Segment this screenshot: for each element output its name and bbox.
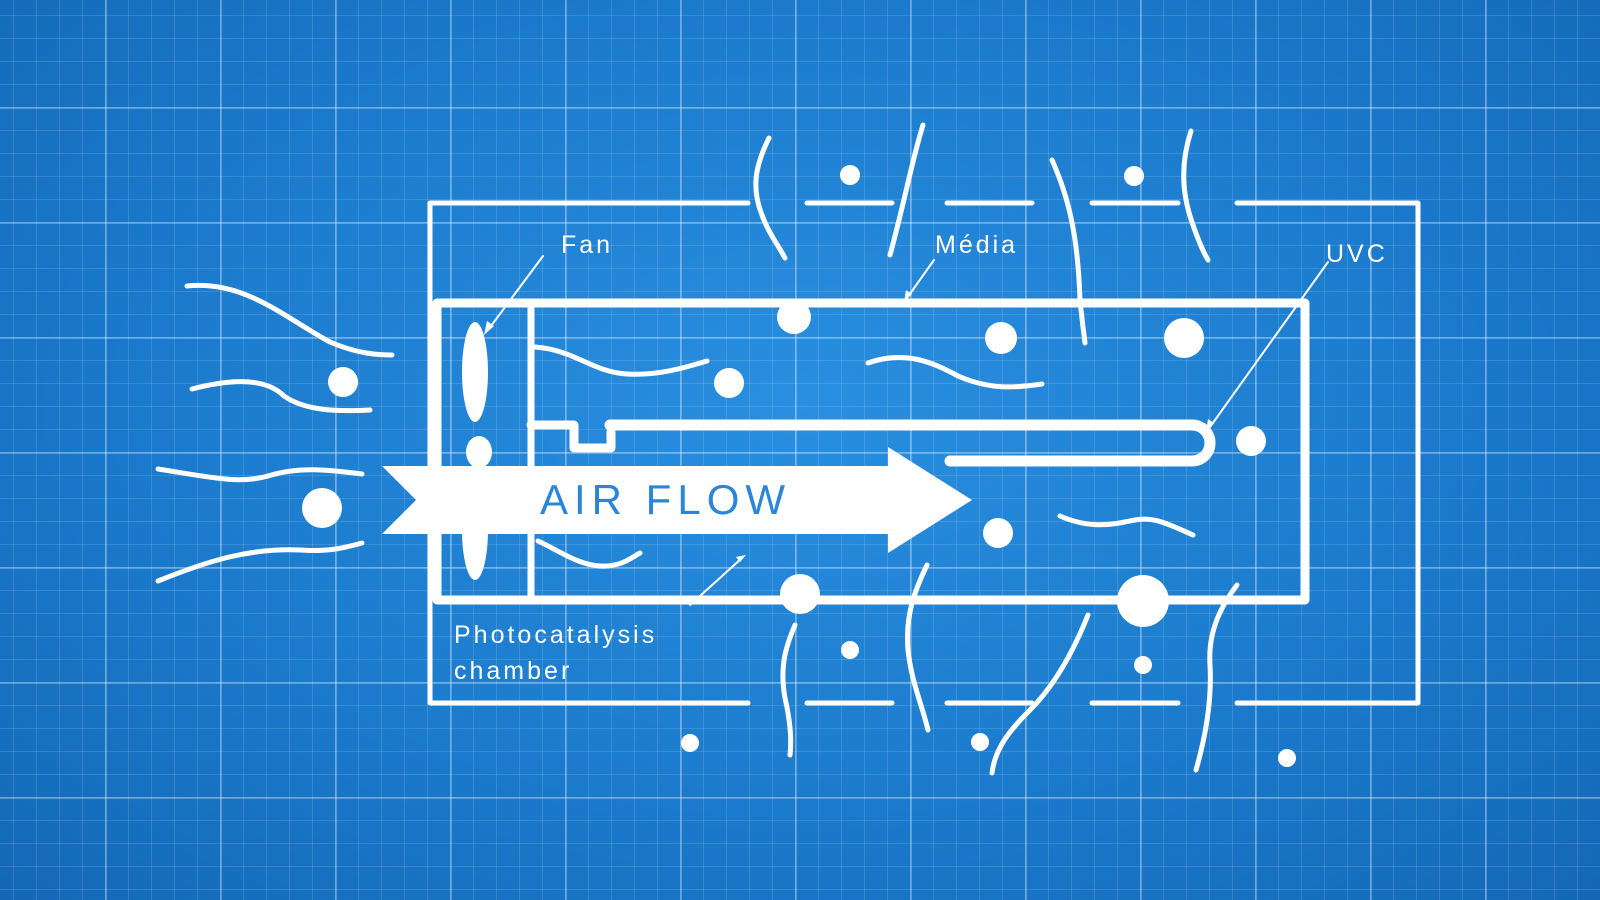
airflow-wisps <box>155 122 1240 776</box>
outer-housing <box>427 200 1421 706</box>
media-label: Média <box>935 231 1019 259</box>
particles <box>302 165 1296 767</box>
photocatalysis-chamber-label: Photocatalysis chamber <box>454 621 658 686</box>
uvc-lamp <box>604 419 1216 467</box>
air-flow-label: AIR FLOW <box>540 476 792 523</box>
leader-lines <box>487 255 1329 606</box>
fan-icon <box>462 322 492 580</box>
air-flow-arrow <box>382 447 972 553</box>
uvc-label: UVC <box>1326 240 1388 268</box>
fan-label: Fan <box>561 231 614 259</box>
uvc-lamp-holder <box>526 420 616 453</box>
media-frame <box>432 298 1310 605</box>
